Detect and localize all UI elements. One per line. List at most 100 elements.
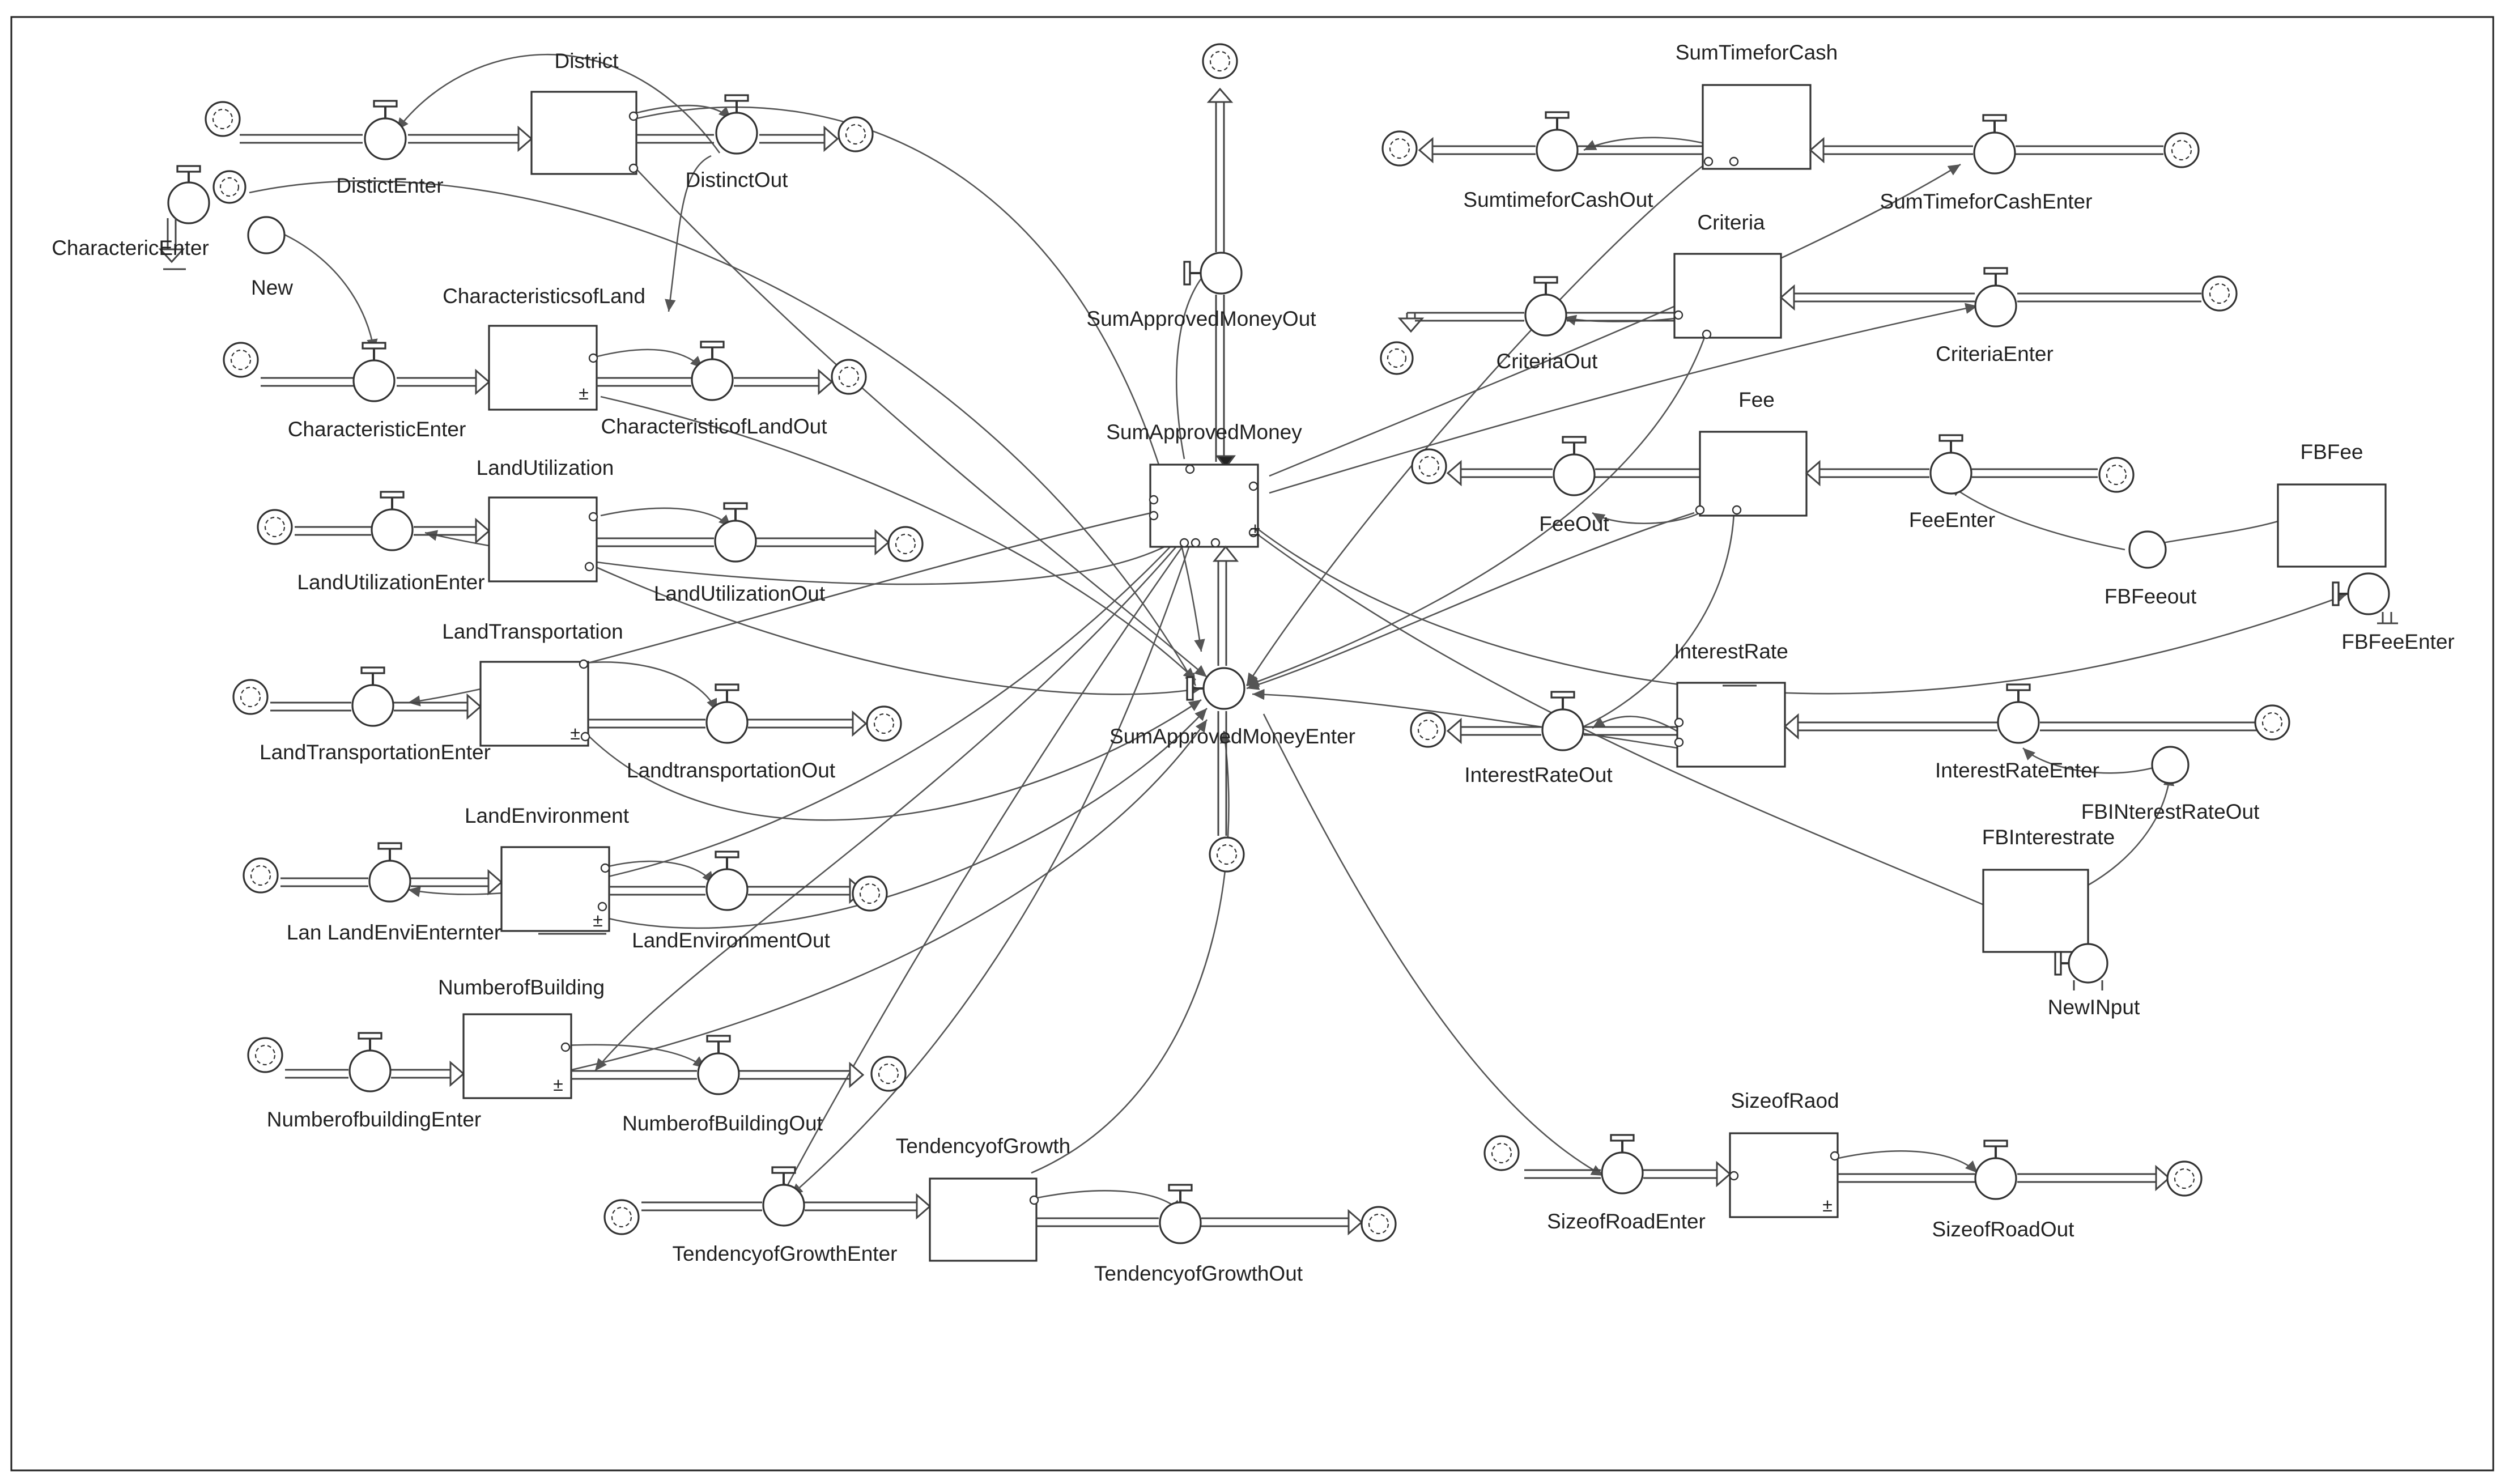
link-fbinterest-to-fbintout [2085, 773, 2175, 888]
valve-land-envi-enter[interactable] [368, 842, 411, 903]
cloud-icon [2163, 132, 2200, 168]
valve-distinct-out[interactable] [715, 94, 758, 155]
label-land-utilization: LandUtilization [477, 456, 614, 479]
stock-tendency-of-growth[interactable] [929, 1177, 1038, 1262]
valve-fee-out[interactable] [1553, 436, 1596, 496]
cloud-icon [223, 342, 259, 378]
stock-size-of-road[interactable] [1729, 1132, 1839, 1218]
valve-sum-approved-money-enter[interactable] [1186, 667, 1245, 710]
cloud-icon [1381, 130, 1418, 167]
stock-fb-fee[interactable] [2277, 483, 2387, 568]
link-road-to-out [1835, 1150, 1978, 1173]
valve-numberofbuilding-enter[interactable] [348, 1032, 392, 1092]
link-new-to-charenter [266, 226, 378, 352]
svg-text:±: ± [593, 910, 603, 930]
label-district: District [554, 49, 619, 73]
valve-landtransportation-out[interactable] [705, 683, 749, 744]
link-interest-to-sum [1252, 688, 1678, 749]
label-sum-approved-money-out: SumApprovedMoneyOut [1086, 307, 1316, 330]
stock-land-environment[interactable] [500, 846, 610, 932]
svg-text:±: ± [579, 383, 589, 403]
stock-district[interactable] [530, 91, 637, 175]
label-sum-time-for-cash: SumTimeforCash [1676, 41, 1838, 64]
cloud-icon [247, 1037, 283, 1073]
link-fbintout-to-interestenter [2022, 747, 2154, 774]
cloud-icon [205, 101, 241, 137]
cloud-icon [852, 875, 888, 912]
stock-interest-rate[interactable] [1676, 682, 1786, 768]
valve-characteristic-of-land-out[interactable] [691, 341, 734, 401]
aux-new[interactable] [247, 216, 286, 254]
label-characteristic-of-land-out: CharacteristicofLandOut [601, 415, 828, 438]
valve-criteria-enter[interactable] [1974, 267, 2017, 328]
cloud-icon [837, 116, 874, 152]
valve-interest-rate-enter[interactable] [1997, 683, 2040, 744]
valve-sum-approved-money-out[interactable] [1183, 252, 1243, 295]
cloud-icon [2254, 704, 2290, 741]
valve-sum-time-for-cash-enter[interactable] [1973, 114, 2016, 175]
fee-chain: Fee FeeOut FeeEnter [1411, 388, 2135, 535]
valve-interest-rate-out[interactable] [1541, 691, 1584, 751]
label-tendency-of-growth-enter: TendencyofGrowthEnter [673, 1242, 898, 1265]
valve-size-of-road-enter[interactable] [1601, 1134, 1644, 1194]
valve-characteristic-enter[interactable] [352, 342, 396, 402]
label-sum-approved-money-enter: SumApprovedMoneyEnter [1109, 725, 1355, 748]
land-transportation-chain: ± LandTransportation LandTransportationE… [232, 620, 902, 782]
valve-new-input[interactable] [2054, 943, 2108, 990]
svg-text:±: ± [553, 1074, 563, 1095]
stock-number-of-building[interactable] [462, 1013, 572, 1099]
valve-fee-enter[interactable] [1929, 434, 1972, 495]
district-chain: District DistictEnter DistinctOut [205, 49, 874, 197]
link-landutil-to-out [600, 507, 732, 528]
valve-characteric-enter[interactable] [167, 165, 210, 224]
link-fee-to-feeout [1592, 512, 1700, 524]
cloud-icon [870, 1056, 907, 1092]
valve-land-utilization-out[interactable] [714, 502, 757, 563]
sum-approved-money-chain: ± SumApprovedMoney SumApprovedMoneyOut S… [1086, 43, 1355, 873]
aux-fb-interest-rate-out[interactable] [2151, 746, 2190, 784]
svg-text:±: ± [1250, 519, 1260, 539]
stock-land-utilization[interactable] [488, 496, 598, 582]
valve-fb-fee-enter[interactable] [2332, 572, 2398, 624]
link-sum-to-landenvi [407, 543, 1174, 898]
cloud-icon [232, 679, 269, 715]
link-sumcash-to-sum [1245, 160, 1709, 686]
valve-land-transportation-enter[interactable] [351, 666, 394, 727]
valve-criteria-out[interactable] [1524, 276, 1567, 337]
link-numbuild-to-out [566, 1044, 706, 1069]
link-sum-to-roadenter [1262, 713, 1604, 1177]
stock-criteria[interactable] [1673, 253, 1782, 339]
link-interest-to-interestout [1592, 716, 1686, 738]
land-environment-chain: ± LandEnvironment Lan LandEnviEnternter … [243, 804, 888, 952]
stock-characteristics-of-land[interactable] [488, 325, 598, 411]
valve-size-of-road-out[interactable] [1974, 1139, 2017, 1200]
cloud-icon [887, 526, 924, 562]
link-sum-to-sumout [1175, 266, 1213, 460]
diagram-frame [10, 16, 2494, 1472]
cloud-icon [1483, 1135, 1520, 1171]
stock-sum-time-for-cash[interactable] [1702, 84, 1812, 170]
valve-land-environment-out[interactable] [705, 851, 749, 911]
valve-distict-enter[interactable] [364, 100, 407, 160]
label-fb-interest-rate-out: FBINterestRateOut [2081, 800, 2260, 823]
stock-sum-approved-money[interactable] [1149, 464, 1259, 548]
valve-tendency-of-growth-enter[interactable] [762, 1166, 805, 1227]
cloud-icon [1202, 43, 1238, 79]
aux-fb-feeout[interactable] [2128, 530, 2167, 569]
valve-land-utilization-enter[interactable] [371, 491, 414, 551]
valve-tendency-of-growth-out[interactable] [1159, 1184, 1202, 1244]
cloud-icon [257, 509, 293, 545]
label-fb-interest-rate: FBInterestrate [1982, 826, 2115, 849]
stock-land-transportation[interactable] [479, 661, 589, 747]
link-fee-to-sum [1246, 512, 1695, 690]
valve-sumtime-for-cash-out[interactable] [1536, 111, 1579, 172]
valve-numberof-building-out[interactable] [697, 1035, 740, 1095]
stock-fb-interest-rate[interactable] [1982, 869, 2089, 953]
label-landtransportation-out: LandtransportationOut [627, 759, 836, 782]
label-tendency-of-growth-out: TendencyofGrowthOut [1094, 1262, 1303, 1285]
cloud-icon [2166, 1160, 2203, 1197]
label-sum-time-for-cash-enter: SumTimeforCashEnter [1880, 190, 2093, 213]
label-numberofbuilding-enter: NumberofbuildingEnter [267, 1108, 481, 1131]
label-fee: Fee [1738, 388, 1775, 411]
stock-fee[interactable] [1699, 431, 1808, 517]
